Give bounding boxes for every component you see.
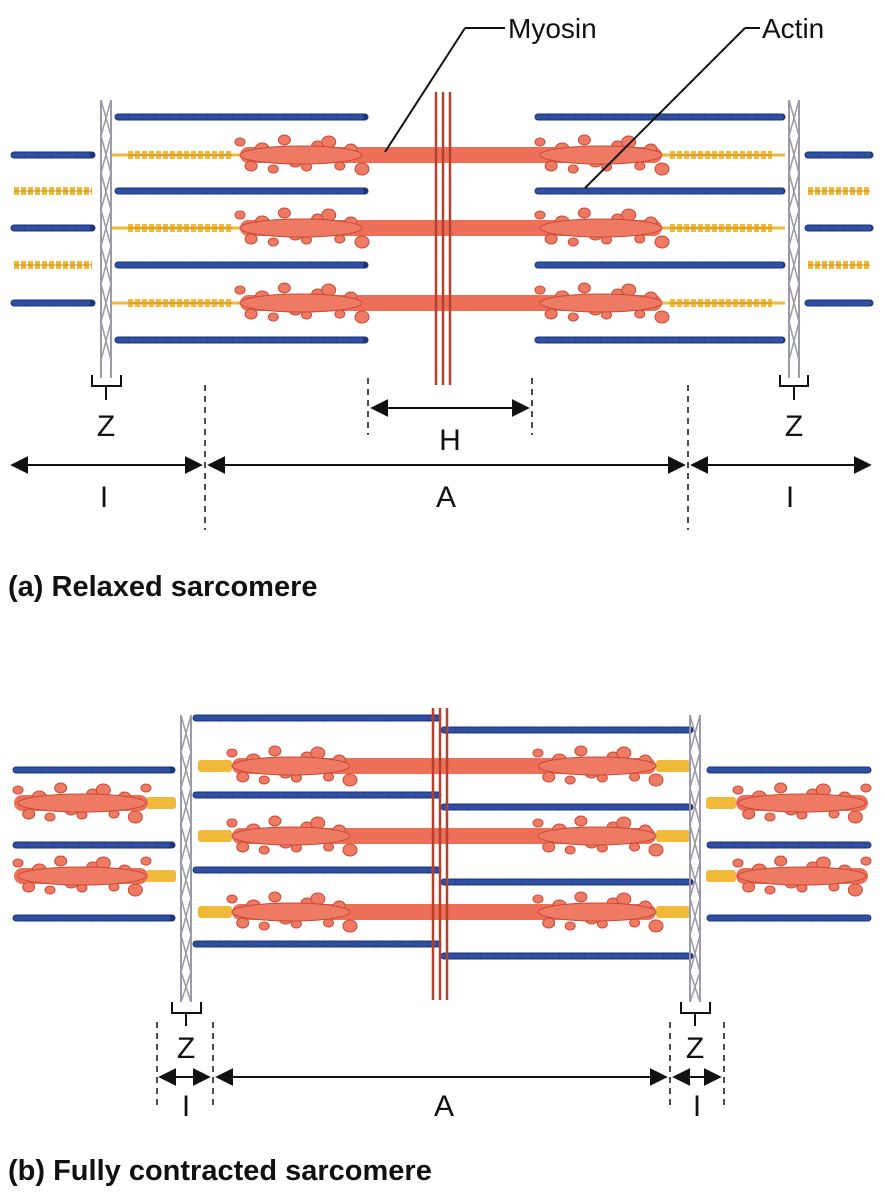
z-label-right-b: Z — [686, 1032, 704, 1065]
myosin-heads — [532, 891, 664, 933]
myosin-heads — [226, 745, 358, 787]
relaxed-filaments — [10, 92, 874, 385]
contracted-caption: (b) Fully contracted sarcomere — [8, 1155, 432, 1187]
actin-label: Actin — [762, 13, 824, 44]
myosin-heads — [234, 282, 370, 324]
myosin-heads — [226, 891, 358, 933]
titin-filament — [706, 797, 736, 809]
myosin-filament — [234, 207, 670, 249]
myosin-heads — [534, 282, 670, 324]
myosin-heads — [532, 745, 664, 787]
myosin-heads — [12, 855, 152, 897]
i-band-label-right: I — [786, 481, 794, 514]
myosin-heads — [234, 134, 370, 176]
titin-filament — [706, 870, 736, 882]
a-band-label-b: A — [434, 1090, 454, 1123]
m-line — [434, 92, 452, 385]
myosin-filament — [234, 134, 670, 176]
i-band-label-left: I — [100, 481, 108, 514]
z-line — [788, 99, 800, 378]
myosin-heads — [532, 815, 664, 857]
titin-filament — [656, 760, 690, 772]
titin-filament — [656, 830, 690, 842]
z-label-left: Z — [97, 410, 115, 443]
z-bracket-left-b — [171, 1002, 202, 1026]
z-label-right: Z — [785, 410, 803, 443]
z-bracket-right-b — [680, 1002, 711, 1026]
actin-callout-line — [584, 27, 746, 189]
myosin-filament — [12, 782, 152, 824]
z-line — [180, 714, 192, 1003]
z-bracket-right — [779, 375, 809, 400]
myosin-heads — [12, 782, 152, 824]
myosin-filament — [12, 855, 152, 897]
myosin-heads — [534, 207, 670, 249]
titin-filament — [146, 797, 176, 809]
myosin-filament — [732, 782, 872, 824]
z-bracket-left — [91, 375, 122, 400]
relaxed-sarcomere-panel: Myosin Actin Z Z H I A I (a) Relaxed sar… — [8, 13, 874, 603]
z-line — [100, 99, 112, 378]
a-band-label: A — [436, 481, 456, 514]
titin-filament — [146, 870, 176, 882]
myosin-filament — [226, 815, 664, 857]
myosin-heads — [732, 855, 872, 897]
i-band-label-right-b: I — [693, 1090, 701, 1123]
h-zone-label: H — [439, 424, 461, 457]
myosin-filament — [732, 855, 872, 897]
myosin-heads — [534, 134, 670, 176]
myosin-label: Myosin — [508, 13, 597, 44]
m-line — [431, 708, 449, 1000]
myosin-heads — [226, 815, 358, 857]
titin-filament — [656, 906, 690, 918]
titin-filament — [198, 830, 232, 842]
titin-filament — [198, 760, 232, 772]
i-band-label-left-b: I — [182, 1090, 190, 1123]
myosin-filament — [234, 282, 670, 324]
myosin-heads — [732, 782, 872, 824]
contracted-sarcomere-panel: Z Z I A I (b) Fully contracted sarcomere — [8, 708, 872, 1187]
myosin-filament — [226, 745, 664, 787]
myosin-heads — [234, 207, 370, 249]
contracted-filaments — [12, 708, 872, 1003]
myosin-filament — [226, 891, 664, 933]
z-line — [689, 714, 701, 1003]
relaxed-caption: (a) Relaxed sarcomere — [8, 571, 318, 603]
z-label-left-b: Z — [177, 1032, 195, 1065]
titin-filament — [198, 906, 232, 918]
myosin-callout-line — [384, 27, 466, 153]
